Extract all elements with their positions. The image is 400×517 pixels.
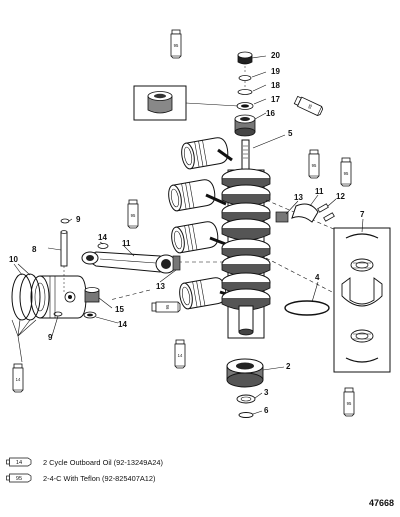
legend-text: 2 Cycle Outboard Oil (92-13249A24) (43, 457, 163, 467)
tube-label: 95 (131, 213, 136, 218)
bearing-cage (172, 255, 181, 271)
tube-icon: 95 (170, 29, 182, 59)
tube-label: 95 (344, 171, 349, 176)
tube-icon: 14 (6, 457, 32, 467)
piston-ring (11, 273, 33, 321)
callout-9: 9 (48, 333, 53, 342)
tube-label: 95 (347, 401, 352, 406)
rod-bolts-12 (317, 203, 335, 222)
tube-icon: 14 (12, 363, 24, 393)
callout-14: 14 (118, 320, 127, 329)
seal-detail-inset (133, 85, 239, 121)
callout-18: 18 (271, 81, 280, 90)
callout-3: 3 (264, 388, 269, 397)
callout-7: 7 (360, 210, 365, 219)
thrust-washer-14 (97, 243, 109, 249)
legend-text: 2-4-C With Teflon (92-825407A12) (43, 473, 156, 483)
tube-label: 95 (165, 304, 170, 309)
callout-10: 10 (9, 255, 18, 264)
tube-label: 95 (312, 163, 317, 168)
retainer-clip (60, 218, 70, 224)
o-ring-6 (238, 412, 254, 418)
needle-bearing-15 (84, 287, 100, 303)
retainer-3 (236, 394, 256, 404)
main-bearing-box (333, 227, 391, 373)
callout-13: 13 (294, 193, 303, 202)
leader-lines (11, 55, 364, 415)
legend-row: 95 2-4-C With Teflon (92-825407A12) (6, 473, 155, 483)
callout-19: 19 (271, 67, 280, 76)
callout-13: 13 (156, 282, 165, 291)
tube-icon: 95 (6, 473, 32, 483)
crankshaft (221, 139, 271, 339)
legend-row: 14 2 Cycle Outboard Oil (92-13249A24) (6, 457, 163, 467)
callout-20: 20 (271, 51, 280, 60)
legend-code: 95 (16, 476, 22, 482)
callout-11: 11 (122, 239, 131, 248)
o-ring-18 (237, 89, 253, 95)
bearing-cage-13 (275, 211, 289, 223)
washer-19 (238, 75, 252, 81)
lubricant-tubes: 95 95 95 95 95 95 95 14 14 (12, 29, 355, 417)
callout-14: 14 (98, 233, 107, 242)
callout-15: 15 (115, 305, 124, 314)
tube-icon: 95 (343, 387, 355, 417)
tube-icon: 95 (308, 149, 320, 179)
callout-9: 9 (76, 215, 81, 224)
legend-code: 14 (16, 460, 22, 466)
tube-icon: 95 (151, 301, 181, 313)
connecting-rod (81, 251, 177, 274)
left-piston-assembly (11, 203, 335, 321)
callout-12: 12 (336, 192, 345, 201)
ball-bearing-2 (226, 358, 264, 388)
figure-number: 47668 (368, 498, 394, 508)
tube-label: 14 (178, 353, 183, 358)
tube-icon: 14 (174, 339, 186, 369)
callout-2: 2 (286, 362, 291, 371)
callout-8: 8 (32, 245, 37, 254)
tube-label: 14 (16, 377, 21, 382)
callout-5: 5 (288, 129, 293, 138)
wrist-pin (60, 230, 68, 292)
rod-cap-11 (291, 203, 319, 223)
tube-icon: 95 (340, 157, 352, 187)
pistons-behind (166, 135, 233, 311)
callouts: 20 19 18 17 16 5 9 8 10 14 11 13 15 14 9… (9, 51, 365, 415)
tube-label: 95 (307, 103, 314, 110)
retaining-ring-4 (284, 300, 330, 316)
callout-16: 16 (266, 109, 275, 118)
callout-4: 4 (315, 273, 320, 282)
callout-17: 17 (271, 95, 280, 104)
top-bearing-stack (234, 51, 256, 137)
callout-11: 11 (315, 187, 324, 196)
tube-icon: 95 (293, 95, 324, 117)
bearing-16 (234, 114, 256, 137)
thrust-washer-14 (83, 311, 97, 319)
tube-icon: 95 (127, 199, 139, 229)
tube-label: 95 (174, 43, 179, 48)
callout-6: 6 (264, 406, 269, 415)
